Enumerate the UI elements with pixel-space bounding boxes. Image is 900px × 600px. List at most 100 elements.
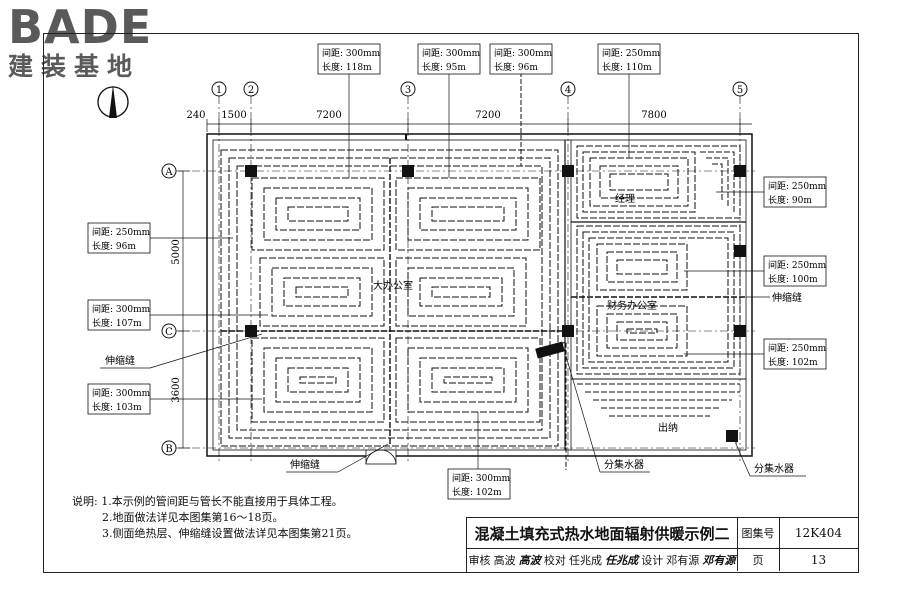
axis-1: 1: [211, 81, 227, 462]
svg-text:长度: 95m: 长度: 95m: [422, 61, 466, 73]
room-manager: 经理: [615, 192, 635, 205]
svg-text:分集水器: 分集水器: [754, 462, 794, 475]
coil-block-b2: [395, 257, 527, 327]
svg-text:长度: 102m: 长度: 102m: [768, 356, 818, 368]
note-2: 2.地面做法详见本图集第16～18页。: [102, 511, 284, 524]
coil-finance-top: [596, 243, 688, 291]
manifold-right-icon: [726, 430, 738, 442]
svg-text:间距: 300mm: 间距: 300mm: [422, 47, 481, 59]
room-exit: 出纳: [658, 421, 678, 434]
check-label: 校对: [543, 554, 566, 567]
svg-text:5: 5: [737, 85, 743, 96]
manifold-label-right: 分集水器: [735, 443, 806, 477]
svg-text:分集水器: 分集水器: [604, 458, 644, 471]
manifold-left-icon: [535, 341, 565, 359]
room-finance: 财务办公室: [607, 299, 657, 312]
coil-block-b1: [259, 257, 385, 327]
svg-text:2: 2: [248, 85, 254, 96]
dim-7800: 7800: [641, 110, 666, 121]
callout-110m: 间距: 250mm 长度: 110m: [597, 43, 661, 158]
svg-text:A: A: [164, 167, 173, 178]
brand-logo: BADE 建装基地: [8, 4, 152, 82]
dim-240: 240: [186, 110, 205, 121]
callout-90m: 间距: 250mm 长度: 90m: [716, 176, 827, 208]
dim-1500: 1500: [221, 110, 246, 121]
axis-A: A: [161, 163, 755, 179]
coil-block-c1: [251, 337, 385, 423]
expansion-joints: [221, 158, 746, 446]
review-label: 审核: [468, 554, 491, 567]
svg-text:间距: 300mm: 间距: 300mm: [452, 472, 511, 484]
review-name: 高波: [493, 554, 516, 567]
door-bottom: [365, 449, 397, 465]
manifold-label-left: 分集水器: [565, 355, 650, 473]
joint-label-left: 伸缩缝: [100, 333, 263, 369]
review-signature: 高波: [518, 554, 541, 567]
north-arrow-icon: [97, 85, 129, 118]
coil-exit-area: [577, 383, 740, 417]
coil-manager: [589, 157, 689, 207]
callout-102m-right: 间距: 250mm 长度: 102m: [684, 338, 827, 370]
check-signature: 任兆成: [605, 554, 639, 567]
atlas-number: 12K404: [779, 518, 858, 549]
axis-4: 4: [560, 81, 576, 462]
note-3: 3.侧面绝热层、伸缩缝设置做法详见本图集第21页。: [102, 527, 358, 540]
axis-2: 2: [243, 81, 259, 462]
signature-row: 审核 高波 高波 校对 任兆成 任兆成 设计 邓有源 邓有源: [467, 549, 738, 571]
svg-text:间距: 300mm: 间距: 300mm: [92, 303, 151, 315]
svg-text:长度: 90m: 长度: 90m: [768, 194, 812, 206]
svg-text:间距: 250mm: 间距: 250mm: [768, 259, 827, 271]
svg-text:B: B: [165, 444, 172, 455]
coil-block-a2: [395, 177, 541, 251]
coil-block-a1: [251, 177, 385, 251]
callout-102m-bottom: 间距: 300mm 长度: 102m: [447, 412, 511, 500]
drawing-frame: [43, 33, 859, 573]
dim-7200-b: 7200: [475, 110, 500, 121]
svg-text:间距: 300mm: 间距: 300mm: [92, 387, 151, 399]
room-big-office: 大办公室: [373, 279, 413, 292]
svg-text:长度: 102m: 长度: 102m: [452, 486, 502, 498]
callout-100m: 间距: 250mm 长度: 100m: [684, 255, 827, 287]
dim-5000: 5000: [171, 239, 182, 264]
svg-text:长度: 100m: 长度: 100m: [768, 273, 818, 285]
callout-95m: 间距: 300mm 长度: 95m: [417, 43, 481, 178]
left-dimensions: [178, 170, 190, 449]
check-name: 任兆成: [568, 554, 602, 567]
page-label: 页: [737, 549, 780, 571]
design-label: 设计: [641, 554, 664, 567]
right-room-perimeter: [576, 145, 741, 375]
svg-text:间距: 250mm: 间距: 250mm: [92, 226, 151, 238]
coil-finance-bottom: [596, 305, 688, 357]
callout-118m: 间距: 300mm 长度: 118m: [317, 43, 381, 178]
svg-text:长度: 96m: 长度: 96m: [92, 240, 136, 252]
title-block: 混凝土填充式热水地面辐射供暖示例二 图集号 12K404 审核 高波 高波 校对…: [466, 517, 858, 572]
svg-text:长度: 96m: 长度: 96m: [494, 61, 538, 73]
callout-96m-left: 间距: 250mm 长度: 96m: [87, 222, 233, 254]
svg-text:间距: 250mm: 间距: 250mm: [768, 180, 827, 192]
design-name: 邓有源: [666, 554, 700, 567]
coil-manager-right: [700, 151, 735, 212]
svg-text:间距: 250mm: 间距: 250mm: [602, 47, 661, 59]
svg-text:间距: 300mm: 间距: 300mm: [322, 47, 381, 59]
joint-label-bottom: 伸缩缝: [286, 443, 389, 473]
svg-text:3: 3: [405, 85, 411, 96]
svg-text:C: C: [165, 327, 173, 338]
svg-text:4: 4: [565, 85, 571, 96]
svg-text:长度: 118m: 长度: 118m: [322, 61, 372, 73]
coil-block-c2: [395, 337, 541, 423]
dim-7200-a: 7200: [316, 110, 341, 121]
design-signature: 邓有源: [702, 554, 736, 567]
axis-B: B: [161, 440, 755, 456]
callout-107m: 间距: 300mm 长度: 107m: [87, 299, 268, 331]
dim-3600: 3600: [171, 377, 182, 402]
callout-103m: 间距: 300mm 长度: 103m: [87, 383, 262, 415]
top-dimensions: [206, 119, 752, 132]
svg-text:伸缩缝: 伸缩缝: [772, 291, 802, 304]
notes-block: 说明: 1.本示例的管间距与管长不能直接用于具体工程。 2.地面做法详见本图集第…: [72, 494, 358, 542]
svg-text:1: 1: [216, 85, 222, 96]
svg-text:间距: 250mm: 间距: 250mm: [768, 342, 827, 354]
supply-lines: [520, 65, 737, 470]
callout-96m-top: 间距: 300mm 长度: 96m: [489, 43, 553, 75]
building-walls: [206, 133, 753, 457]
